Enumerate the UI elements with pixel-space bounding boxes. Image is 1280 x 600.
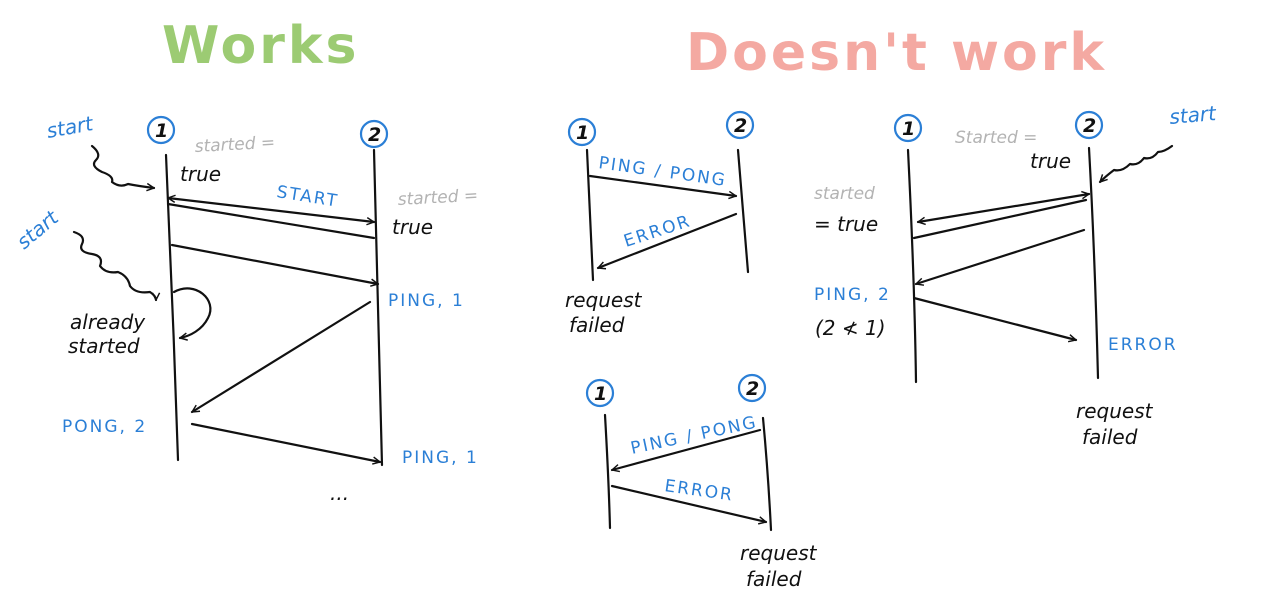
true-label-right: true (392, 215, 433, 239)
node-1-circle (567, 117, 597, 147)
return-arrow (166, 202, 376, 240)
works-title: Works (162, 16, 359, 76)
lifeline-node-2 (1087, 146, 1100, 380)
lifeline-node-2 (736, 148, 750, 274)
failure-diagram-b: 1 2 PING / PONG ERROR request failed (585, 373, 818, 591)
node-2-circle (725, 110, 755, 140)
true-label-left: = true (814, 212, 878, 236)
ping-arrow (912, 296, 1076, 340)
already-started-loop (172, 287, 212, 338)
node-2-label: 2 (1083, 115, 1096, 137)
ping-1b-label: PING, 1 (402, 448, 479, 468)
already-label: already (70, 310, 146, 334)
ping-1a-label: PING, 1 (388, 291, 465, 311)
node-1-circle (585, 378, 615, 408)
started-word-label: started (68, 334, 140, 358)
ellipsis: ... (330, 481, 349, 505)
failed-label: failed (569, 313, 625, 337)
true-label-left: true (180, 162, 221, 186)
started-label-top: Started = (955, 128, 1037, 148)
failure-diagram-a: 1 2 PING / PONG ERROR request failed (565, 110, 755, 337)
node-2-label: 2 (734, 115, 747, 137)
ping-2-label: PING, 2 (814, 285, 891, 305)
start-message-label: START (275, 182, 340, 212)
node-1-label: 1 (155, 120, 168, 142)
started-label-right: started = (397, 186, 478, 210)
pong-2-label: PONG, 2 (62, 417, 147, 437)
ping-pong-arrow (612, 428, 762, 470)
node-2-circle (1074, 110, 1104, 140)
true-label-top: true (1030, 149, 1071, 173)
start-label: start (1168, 101, 1218, 129)
failed-label: failed (1082, 425, 1138, 449)
ping-arrow-2 (190, 422, 380, 462)
node-1-label: 1 (576, 122, 589, 144)
lifeline-node-1 (585, 148, 595, 282)
sync-return-line (912, 198, 1088, 240)
sync-arrow-1 (918, 194, 1089, 222)
node-2-circle (737, 373, 767, 403)
works-diagram: 1 2 start start started = true started =… (12, 111, 479, 505)
lifeline-node-1 (164, 153, 180, 462)
failure-diagram-c: 1 2 Started = true start started = true … (814, 101, 1218, 449)
lifeline-node-2 (761, 416, 773, 532)
error-arrow (598, 212, 738, 268)
lifeline-node-2 (372, 148, 384, 467)
node-1-label: 1 (594, 383, 607, 405)
start-message-arrow (168, 198, 374, 222)
start-label-1: start (45, 111, 96, 143)
request-label: request (565, 288, 643, 312)
error-label: ERROR (1108, 335, 1178, 355)
request-label: request (740, 541, 818, 565)
sync-arrow-2 (916, 228, 1086, 284)
compare-label: (2 ≮ 1) (815, 316, 886, 340)
lifeline-node-1 (603, 413, 612, 530)
node-1-circle (146, 115, 176, 145)
ping-pong-arrow (588, 174, 736, 196)
doesnt-work-title: Doesn't work (686, 23, 1107, 83)
ping-arrow-1 (170, 243, 378, 284)
request-label: request (1076, 399, 1154, 423)
pong-arrow (192, 300, 372, 414)
start-squiggle-2 (72, 230, 156, 302)
node-2-label: 2 (368, 124, 381, 146)
lifeline-node-1 (906, 148, 918, 384)
ping-pong-label: PING / PONG (629, 412, 760, 458)
node-2-label: 2 (746, 378, 759, 400)
started-label-left: started = (194, 133, 275, 157)
failed-label: failed (746, 567, 802, 591)
error-arrow (610, 484, 766, 522)
node-1-label: 1 (902, 118, 915, 140)
start-squiggle (1100, 144, 1174, 182)
start-squiggle-1 (90, 144, 154, 188)
node-2-circle (359, 119, 389, 149)
node-1-circle (893, 113, 923, 143)
start-label-2: start (12, 205, 64, 254)
started-label-left: started (814, 184, 875, 204)
